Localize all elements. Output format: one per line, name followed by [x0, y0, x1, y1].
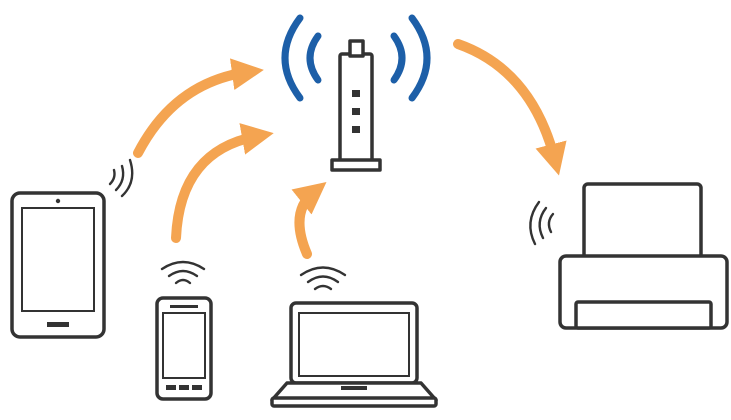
tablet-icon: [10, 191, 106, 339]
router-signal-waves-icon: [281, 14, 431, 102]
router-led-2: [352, 108, 360, 115]
router-led-3: [352, 126, 360, 133]
arrow-tablet-to-router: [133, 58, 264, 158]
smartphone-icon: [155, 296, 213, 401]
arrow-smartphone-to-router: [171, 123, 274, 243]
laptop-icon: [270, 301, 438, 408]
wireless-router-icon: [330, 39, 382, 172]
laptop-wifi-icon: [299, 266, 347, 291]
router-led-1: [352, 90, 360, 97]
printer-wifi-icon: [529, 200, 555, 246]
printer-icon: [558, 182, 729, 330]
smartphone-wifi-icon: [160, 260, 206, 285]
tablet-wifi-icon: [108, 158, 134, 198]
arrow-laptop-to-router: [291, 181, 327, 259]
arrow-router-to-printer: [453, 39, 567, 176]
